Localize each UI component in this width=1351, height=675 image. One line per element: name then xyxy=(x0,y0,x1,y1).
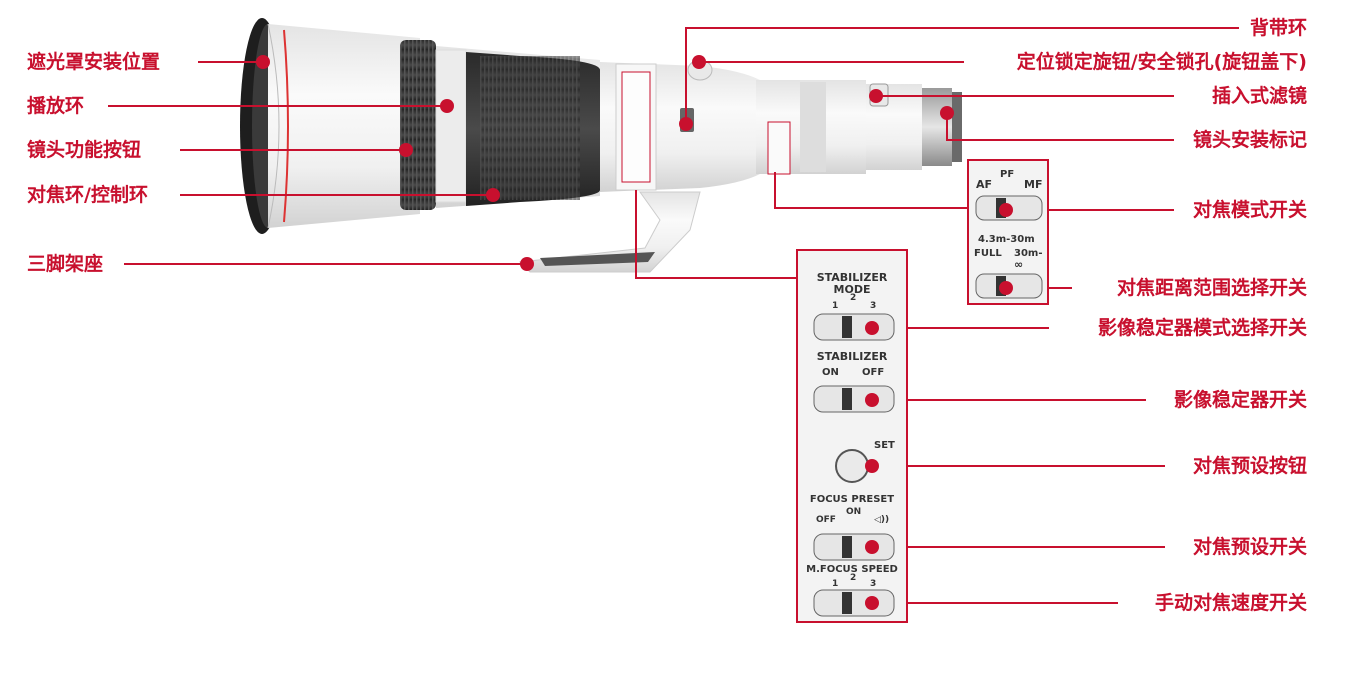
focus-ring-body xyxy=(400,40,600,210)
stab-off: OFF xyxy=(862,367,884,378)
label-distance-range-switch: 对焦距离范围选择开关 xyxy=(1116,277,1307,299)
label-strap-ring: 背带环 xyxy=(1249,17,1307,39)
speed-2: 2 xyxy=(850,573,856,583)
label-playback-ring: 播放环 xyxy=(27,95,85,117)
tripod-foot xyxy=(518,191,701,273)
focus-full-label: FULL xyxy=(974,248,1002,259)
stabilizer-panel: STABILIZER MODE 1 2 3 STABILIZER ON OFF … xyxy=(796,249,908,623)
label-function-button: 镜头功能按钮 xyxy=(27,139,142,161)
stab-on: ON xyxy=(822,367,839,378)
label-is-mode-switch: 影像稳定器模式选择开关 xyxy=(1097,317,1307,339)
stab-title: STABILIZER xyxy=(817,350,888,363)
label-focus-ring: 对焦环/控制环 xyxy=(27,184,148,206)
label-focus-preset-switch: 对焦预设开关 xyxy=(1192,536,1307,558)
label-drop-in-filter: 插入式滤镜 xyxy=(1211,85,1307,107)
label-focus-preset-button: 对焦预设按钮 xyxy=(1192,455,1307,477)
label-tripod-mount: 三脚架座 xyxy=(27,253,104,275)
focus-pf-label: PF xyxy=(1000,169,1014,180)
mode-1: 1 xyxy=(832,301,838,311)
focus-range-right: 30m- xyxy=(1014,248,1043,259)
speed-1: 1 xyxy=(832,579,838,589)
label-lock-knob: 定位锁定旋钮/安全锁孔(旋钮盖下) xyxy=(1016,51,1307,73)
label-mf-speed-switch: 手动对焦速度开关 xyxy=(1154,592,1307,614)
mode-title-1: STABILIZER xyxy=(817,271,888,284)
label-is-switch: 影像稳定器开关 xyxy=(1173,389,1307,411)
mode-3: 3 xyxy=(870,301,876,311)
focus-af-label: AF xyxy=(976,178,992,191)
preset-off: OFF xyxy=(816,515,836,525)
mode-title-2: MODE xyxy=(834,283,871,296)
preset-sound: ◁)) xyxy=(874,515,889,525)
mode-2: 2 xyxy=(850,293,856,303)
preset-title: FOCUS PRESET xyxy=(810,494,894,505)
speed-3: 3 xyxy=(870,579,876,589)
focus-mf-label: MF xyxy=(1024,178,1042,191)
focus-range-top: 4.3m-30m xyxy=(978,234,1035,245)
leader-lines xyxy=(108,27,1239,604)
lens-hood xyxy=(240,18,420,234)
speed-title: M.FOCUS SPEED xyxy=(806,564,898,575)
lens-rear-barrel xyxy=(756,80,962,175)
focus-infinity: ∞ xyxy=(1014,258,1023,271)
label-hood-mount: 遮光罩安装位置 xyxy=(27,51,161,73)
label-focus-mode-switch: 对焦模式开关 xyxy=(1192,199,1307,221)
set-label: SET xyxy=(874,440,895,451)
focus-mode-panel: AF PF MF 4.3m-30m FULL 30m- ∞ xyxy=(967,159,1049,305)
label-mount-index: 镜头安装标记 xyxy=(1192,129,1307,151)
preset-on: ON xyxy=(846,507,861,517)
